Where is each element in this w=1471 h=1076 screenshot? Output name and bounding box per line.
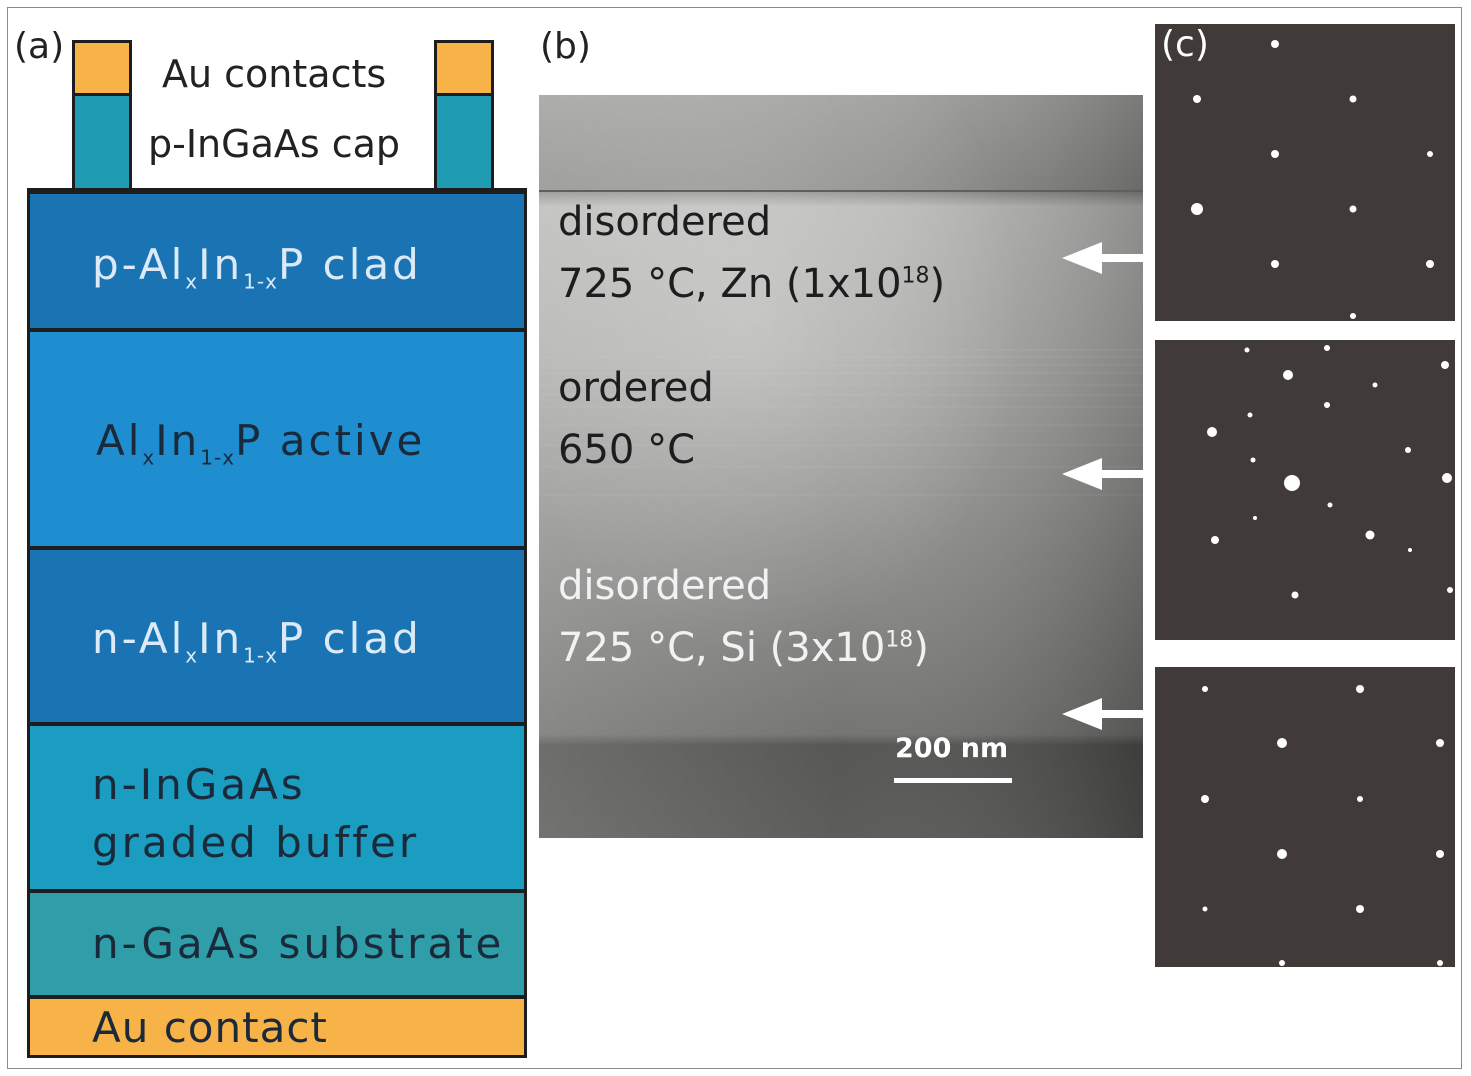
diffraction-pattern-top [1155,24,1455,321]
tem-striations [539,349,1143,496]
panel-label-c: (c) [1161,24,1209,65]
diffraction-spots-top [1191,40,1434,319]
bottom-region-conditions: 725 °C, Si (3x1018) [558,625,929,671]
mid-region-conditions: 650 °C [558,427,695,473]
scale-bar-label: 200 nm [895,733,1009,764]
diffraction-pattern-bottom [1155,667,1455,967]
au-contact-right [434,40,494,96]
au-contact-left [72,40,132,96]
layer-n-clad: n-AlxIn1-xP clad [30,550,524,722]
au-contact-label: Au contact [92,1003,328,1052]
panel-label-b: (b) [540,26,591,67]
layer-active: AlxIn1-xP active [30,332,524,546]
layer-stack: p-AlxIn1-xP clad AlxIn1-xP active n-AlxI… [27,188,527,1058]
tem-image [539,95,1143,838]
cap-right [434,96,494,192]
diffraction-spots-bottom [1201,685,1444,966]
cap-label: p-InGaAs cap [148,122,401,166]
figure-frame [7,7,1462,1069]
buffer-label-line1: n-InGaAs [92,760,306,809]
substrate-label: n-GaAs substrate [92,919,505,968]
au-contacts-label: Au contacts [162,52,387,96]
active-label: AlxIn1-xP active [96,416,426,470]
layer-au-contact: Au contact [30,999,524,1055]
diffraction-pattern-middle [1155,340,1455,640]
p-clad-label: p-AlxIn1-xP clad [92,240,422,294]
bottom-region-label: disordered [558,563,772,609]
panel-label-a: (a) [14,26,65,67]
tem-micrograph: disordered 725 °C, Zn (1x1018) ordered 6… [539,95,1143,838]
buffer-label-line2: graded buffer [92,818,420,867]
cap-left [72,96,132,192]
layer-graded-buffer: n-InGaAs graded buffer [30,726,524,889]
scale-bar [894,778,1012,783]
top-region-label: disordered [558,199,772,245]
n-clad-label: n-AlxIn1-xP clad [92,614,422,668]
mid-region-label: ordered [558,365,714,411]
layer-substrate: n-GaAs substrate [30,893,524,995]
layer-p-clad: p-AlxIn1-xP clad [30,194,524,328]
top-region-conditions: 725 °C, Zn (1x1018) [558,261,946,307]
diffraction-spots-middle [1207,345,1453,599]
